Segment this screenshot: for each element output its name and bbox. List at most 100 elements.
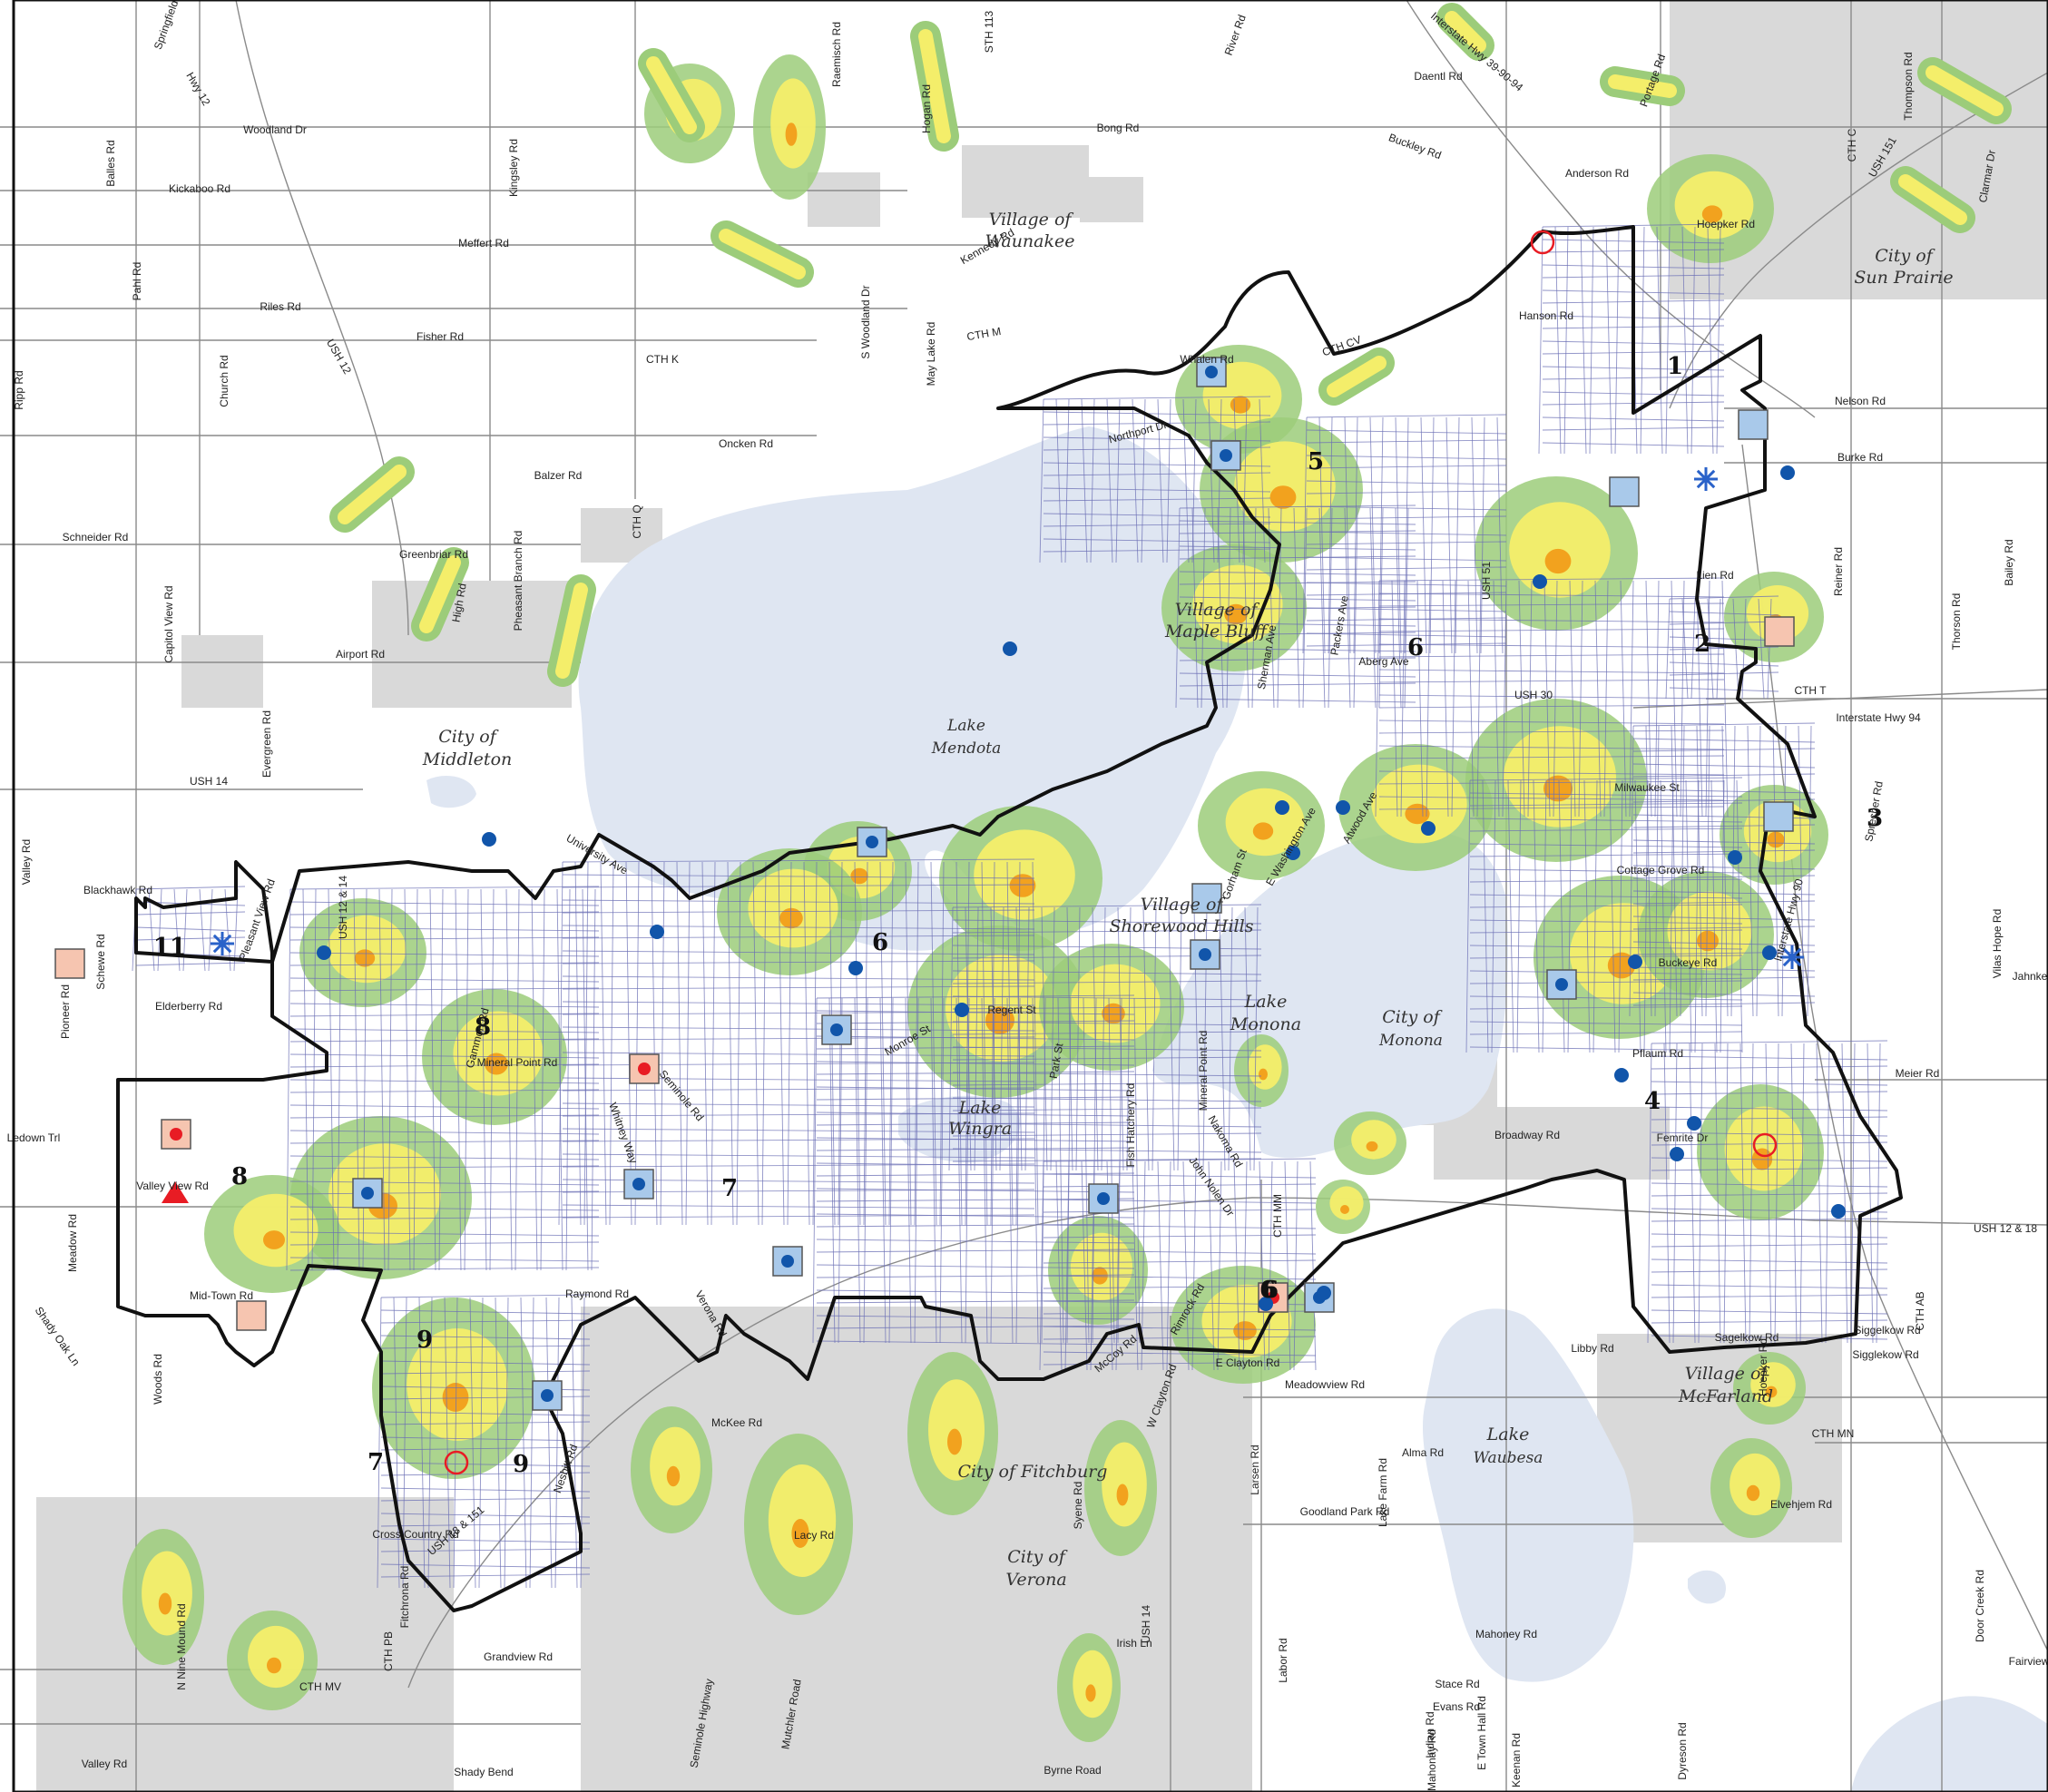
station-dot[interactable] bbox=[1687, 1116, 1701, 1131]
station-marker[interactable] bbox=[1546, 969, 1577, 1000]
station-dot[interactable] bbox=[1762, 945, 1777, 960]
station-marker[interactable] bbox=[1763, 801, 1794, 832]
station-marker[interactable] bbox=[623, 1169, 654, 1200]
district-label: 9 bbox=[416, 1327, 433, 1354]
station-marker[interactable] bbox=[1191, 883, 1222, 914]
zone-orange bbox=[1102, 1003, 1125, 1024]
street bbox=[1469, 878, 1743, 883]
place-label: Maple Bluff bbox=[1164, 622, 1270, 641]
street bbox=[685, 861, 691, 1226]
street bbox=[1651, 1233, 1888, 1239]
street bbox=[444, 1297, 451, 1589]
road-label: Buckeye Rd bbox=[1659, 956, 1718, 969]
street bbox=[480, 888, 487, 1271]
star-icon[interactable] bbox=[1780, 945, 1804, 969]
street bbox=[1632, 900, 1816, 905]
street bbox=[600, 861, 607, 1226]
station-dot[interactable] bbox=[1628, 955, 1642, 969]
street bbox=[380, 1548, 591, 1552]
station-dot[interactable] bbox=[1259, 1297, 1273, 1311]
ring-marker[interactable] bbox=[1530, 230, 1555, 255]
street bbox=[952, 1056, 1262, 1061]
station-dot[interactable] bbox=[1614, 1068, 1629, 1082]
star-icon[interactable] bbox=[1694, 467, 1718, 491]
station-marker[interactable] bbox=[1764, 616, 1795, 647]
street bbox=[1469, 955, 1743, 959]
station-dot[interactable] bbox=[482, 832, 496, 847]
street bbox=[1015, 906, 1023, 1171]
station-marker[interactable] bbox=[821, 1014, 852, 1045]
street bbox=[289, 1104, 600, 1110]
station-marker[interactable] bbox=[772, 1246, 803, 1277]
station-dot[interactable] bbox=[1533, 574, 1547, 589]
station-dot[interactable] bbox=[955, 1003, 969, 1017]
road-label: CTH MN bbox=[1812, 1427, 1855, 1440]
street bbox=[1542, 779, 1547, 1053]
street bbox=[1651, 1192, 1888, 1197]
triangle-marker[interactable] bbox=[162, 1181, 189, 1203]
station-dot[interactable] bbox=[848, 961, 863, 975]
street bbox=[562, 950, 1035, 955]
street bbox=[1707, 226, 1714, 455]
station-dot[interactable] bbox=[317, 945, 331, 960]
coverage-streak bbox=[638, 48, 705, 142]
station-dot[interactable] bbox=[1336, 800, 1350, 815]
street bbox=[952, 929, 1262, 934]
district-label: 7 bbox=[721, 1175, 738, 1202]
ring-marker[interactable] bbox=[1752, 1132, 1778, 1158]
station-marker[interactable] bbox=[54, 948, 85, 979]
coverage-streak bbox=[1917, 57, 2012, 124]
station-marker[interactable] bbox=[1609, 476, 1640, 507]
street bbox=[1177, 906, 1182, 1171]
street bbox=[1043, 1224, 1317, 1229]
street bbox=[1309, 1160, 1317, 1371]
street bbox=[1043, 1351, 1317, 1356]
road-label: Jahnke Dr bbox=[2013, 970, 2048, 983]
station-marker[interactable] bbox=[1258, 1282, 1289, 1313]
street bbox=[562, 909, 1035, 914]
street bbox=[1179, 555, 1416, 560]
station-dot[interactable] bbox=[1780, 465, 1795, 480]
station-marker[interactable] bbox=[236, 1300, 267, 1331]
street bbox=[1665, 598, 1671, 700]
coverage-streak bbox=[1890, 166, 1975, 233]
place-label: Lake bbox=[1244, 992, 1288, 1012]
station-dot[interactable] bbox=[650, 925, 664, 939]
station-dot[interactable] bbox=[1275, 800, 1289, 815]
street bbox=[1469, 853, 1743, 857]
station-dot[interactable] bbox=[1421, 821, 1436, 836]
station-marker[interactable] bbox=[1210, 440, 1241, 471]
star-icon[interactable] bbox=[211, 932, 234, 955]
ring-marker[interactable] bbox=[444, 1450, 469, 1475]
station-marker[interactable] bbox=[1196, 357, 1227, 387]
lake-waubesa bbox=[1422, 1308, 1634, 1682]
street bbox=[1640, 226, 1645, 455]
street bbox=[1469, 970, 1743, 975]
station-marker[interactable] bbox=[1738, 409, 1769, 440]
road-label: Syene Rd bbox=[1072, 1482, 1084, 1530]
station-dot[interactable] bbox=[1831, 1204, 1846, 1219]
station-marker[interactable] bbox=[857, 827, 887, 857]
station-dot[interactable] bbox=[1317, 1286, 1331, 1300]
station-dot[interactable] bbox=[1670, 1147, 1684, 1161]
street bbox=[965, 906, 972, 1171]
road-label: USH 14 bbox=[1140, 1605, 1152, 1643]
station-marker[interactable] bbox=[1190, 939, 1220, 970]
station-dot[interactable] bbox=[1728, 850, 1742, 865]
street bbox=[1179, 596, 1416, 602]
station-marker[interactable] bbox=[532, 1380, 563, 1411]
street bbox=[233, 888, 239, 972]
zone-orange bbox=[1405, 803, 1430, 825]
station-dot[interactable] bbox=[1286, 846, 1300, 860]
star-ray bbox=[212, 934, 232, 954]
street bbox=[1179, 545, 1416, 551]
station-marker[interactable] bbox=[629, 1053, 660, 1084]
station-marker[interactable] bbox=[352, 1178, 383, 1209]
street bbox=[1083, 997, 1090, 1344]
station-marker[interactable] bbox=[1088, 1183, 1119, 1214]
station-dot[interactable] bbox=[1003, 641, 1017, 656]
road-label: Balzer Rd bbox=[534, 469, 583, 482]
station-marker[interactable] bbox=[161, 1119, 191, 1150]
